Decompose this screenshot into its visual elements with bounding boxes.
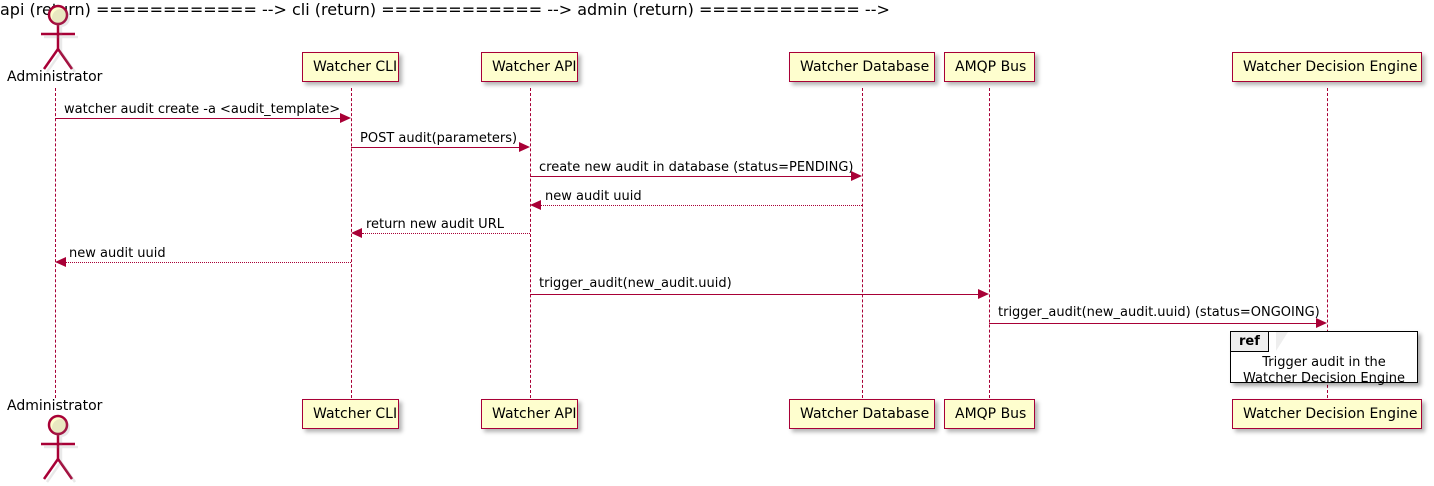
participant-watcher-decision-engine-top[interactable]: Watcher Decision Engine	[1232, 52, 1422, 82]
message-label-1: watcher audit create -a <audit_template>	[64, 102, 341, 117]
message-line-6	[66, 262, 351, 263]
ref-fragment-tab: ref	[1231, 332, 1269, 352]
message-arrowhead-1	[340, 113, 351, 123]
actor-figure-icon	[41, 4, 78, 73]
participant-watcher-database-bottom[interactable]: Watcher Database	[789, 399, 935, 429]
ref-fragment[interactable]: ref Trigger audit in the Watcher Decisio…	[1230, 331, 1418, 386]
message-label-7: trigger_audit(new_audit.uuid)	[539, 276, 732, 291]
ref-fragment-line-2: Watcher Decision Engine	[1243, 371, 1405, 386]
message-line-4	[541, 205, 862, 206]
message-label-3: create new audit in database (status=PEN…	[539, 160, 854, 175]
message-arrowhead-6	[55, 257, 66, 267]
lifeline-watcher-decision-engine	[1327, 88, 1328, 398]
message-line-3	[530, 176, 851, 177]
lifeline-watcher-api	[530, 88, 531, 398]
actor-administrator-bottom	[20, 412, 90, 486]
participant-watcher-database-top[interactable]: Watcher Database	[789, 52, 935, 82]
actor-label-administrator-top: Administrator	[7, 69, 103, 85]
message-arrowhead-7	[978, 289, 989, 299]
actor-figure-icon	[41, 414, 78, 483]
message-line-2	[351, 147, 519, 148]
lifeline-watcher-cli	[351, 88, 352, 398]
participant-watcher-api-top[interactable]: Watcher API	[481, 52, 578, 82]
message-label-5: return new audit URL	[366, 217, 504, 232]
message-label-4: new audit uuid	[545, 189, 642, 204]
ref-fragment-line-1: Trigger audit in the	[1262, 355, 1386, 370]
participant-amqp-bus-top[interactable]: AMQP Bus	[944, 52, 1035, 82]
lifeline-administrator	[55, 88, 56, 398]
lifeline-watcher-database	[862, 88, 863, 398]
participant-watcher-cli-bottom[interactable]: Watcher CLI	[302, 399, 399, 429]
participant-watcher-api-bottom[interactable]: Watcher API	[481, 399, 578, 429]
message-line-1	[55, 118, 340, 119]
message-label-6: new audit uuid	[69, 246, 166, 261]
message-line-8	[989, 323, 1316, 324]
participant-amqp-bus-bottom[interactable]: AMQP Bus	[944, 399, 1035, 429]
actor-label-administrator-bottom: Administrator	[7, 398, 103, 414]
ref-fragment-tab-corner	[1276, 332, 1288, 351]
ref-fragment-tab-label: ref	[1239, 334, 1260, 349]
message-label-2: POST audit(parameters)	[360, 131, 518, 146]
message-line-7	[530, 294, 978, 295]
ref-fragment-body: Trigger audit in the Watcher Decision En…	[1231, 353, 1417, 387]
message-arrowhead-4	[530, 200, 541, 210]
lifeline-amqp-bus	[989, 88, 990, 398]
message-line-5	[362, 233, 530, 234]
message-arrowhead-5	[351, 228, 362, 238]
message-label-8: trigger_audit(new_audit.uuid) (status=ON…	[998, 305, 1320, 320]
actor-administrator-top	[20, 2, 90, 78]
message-arrowhead-3	[851, 171, 862, 181]
participant-watcher-cli-top[interactable]: Watcher CLI	[302, 52, 399, 82]
message-arrowhead-8	[1316, 318, 1327, 328]
message-arrowhead-2	[519, 142, 530, 152]
participant-watcher-decision-engine-bottom[interactable]: Watcher Decision Engine	[1232, 399, 1422, 429]
